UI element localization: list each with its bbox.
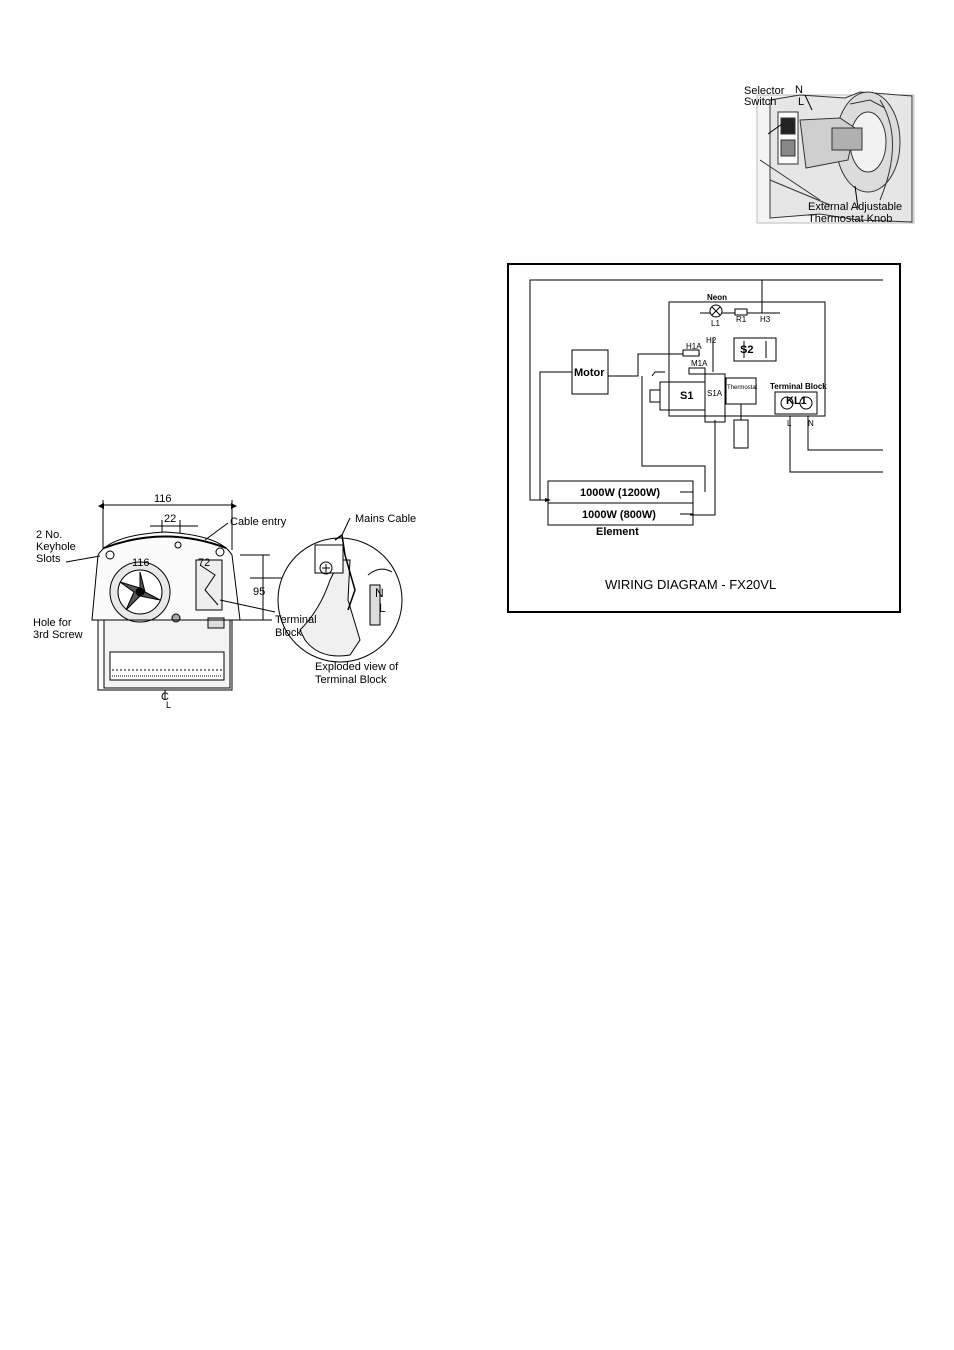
arrow-marker (545, 498, 551, 502)
selector-switch-label-1: Selector (744, 85, 785, 97)
exploded-view-label-2: Terminal Block (315, 674, 387, 686)
selector-switch-label-2: Switch (744, 96, 776, 108)
thermostat-label: Thermostat (727, 385, 758, 391)
neon-label: Neon (707, 293, 727, 302)
dim-95: 95 (253, 586, 265, 598)
cable-entry-label: Cable entry (230, 516, 287, 528)
terminal-block-label: Terminal Block (770, 382, 827, 391)
thermostat-knob-label-1: External Adjustable (808, 201, 902, 213)
heater-outline (65, 500, 403, 700)
n-leader (804, 94, 813, 111)
terminal-block-label-2: Block (275, 627, 302, 639)
dim-116-inner: 116 (132, 557, 150, 569)
s1-label: S1 (680, 390, 693, 402)
s1a-label: S1A (707, 389, 723, 398)
tb-n-label: N (808, 419, 814, 428)
motor-label: Motor (574, 367, 605, 379)
terminal-block-label-1: Terminal (275, 614, 317, 626)
selector-leader (767, 123, 783, 135)
mains-cable-label: Mains Cable (355, 513, 416, 525)
tb-l-label: L (787, 419, 792, 428)
centerline-label: C (161, 691, 169, 703)
centerline-sub-label: L (166, 700, 171, 710)
element-2-label: 1000W (800W) (582, 509, 656, 521)
wiring-caption: WIRING DIAGRAM - FX20VL (605, 577, 776, 592)
thermostat-knob-label-2: Thermostat Knob (808, 213, 892, 225)
dim-22: 22 (164, 513, 176, 525)
knob-leader (854, 185, 859, 209)
h1a-label: H1A (686, 342, 702, 351)
element-1-label: 1000W (1200W) (580, 487, 660, 499)
element-label: Element (596, 526, 639, 538)
keyhole-label-1: 2 No. (36, 529, 62, 541)
hole-screw-label-1: Hole for (33, 617, 72, 629)
terminal-n-label: N (795, 84, 803, 96)
h3-label: H3 (760, 315, 771, 324)
s2-label: S2 (740, 344, 753, 356)
l1-label: L1 (711, 319, 720, 328)
dim-116-top: 116 (154, 493, 172, 505)
dim-72: 72 (198, 557, 210, 569)
wiring-lines (529, 279, 883, 526)
exploded-l-label: L (379, 601, 386, 615)
kl1-label: KL1 (786, 395, 807, 407)
wiring-diagram-frame (507, 263, 901, 613)
dim-arrow-right (231, 503, 237, 509)
heater-photo (756, 91, 915, 224)
terminal-l-label: L (798, 96, 804, 108)
dim-arrow-left (98, 503, 104, 509)
m1a-label: M1A (691, 359, 708, 368)
r1-label: R1 (736, 315, 747, 324)
exploded-n-label: N (375, 586, 384, 600)
h2-label: H2 (706, 336, 717, 345)
hole-screw-label-2: 3rd Screw (33, 629, 83, 641)
keyhole-label-3: Slots (36, 553, 61, 565)
keyhole-label-2: Keyhole (36, 541, 76, 553)
exploded-view-label-1: Exploded view of (315, 661, 399, 673)
